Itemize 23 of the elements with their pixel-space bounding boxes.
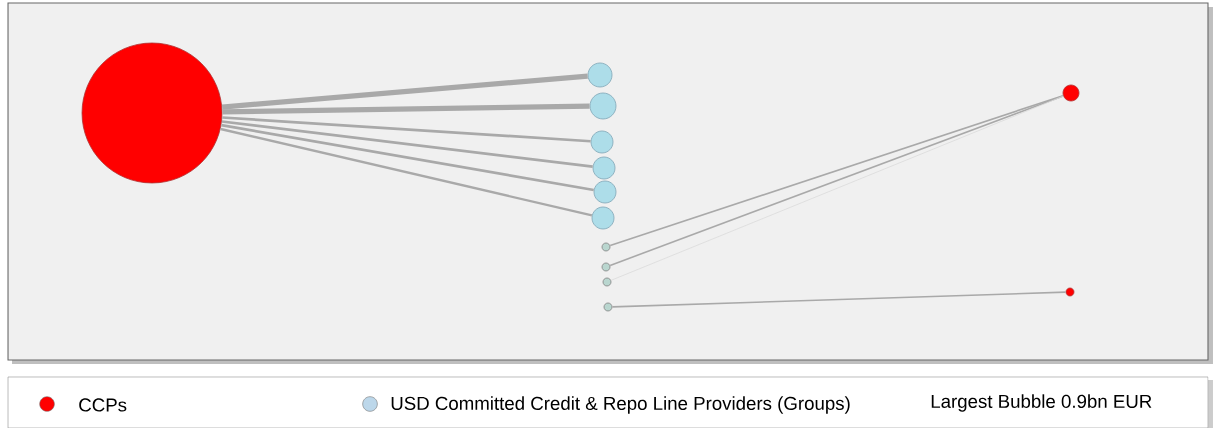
link-line [220,127,593,217]
bubble [587,62,613,88]
bubble [81,42,223,184]
bubble [592,156,616,180]
bubble [601,242,611,252]
link-line [221,123,594,192]
legend-label: CCPs [79,398,127,412]
note-text: Largest Bubble 0.9bn EUR [931,394,1152,412]
bubble [593,180,617,204]
legend-label: USD Committed Credit & Repo Line Providers (Groups) [391,396,850,414]
link-line [221,120,593,168]
bubble [590,130,614,154]
bubble [591,206,615,230]
bubble [602,277,612,287]
link-line [222,116,591,143]
bubble [601,262,611,272]
link-line [222,103,590,115]
link-line [221,73,588,110]
link-line [611,291,1067,308]
bubble [1065,287,1075,297]
bubble [603,302,613,312]
bubble [1062,84,1080,102]
bubble [589,92,617,120]
